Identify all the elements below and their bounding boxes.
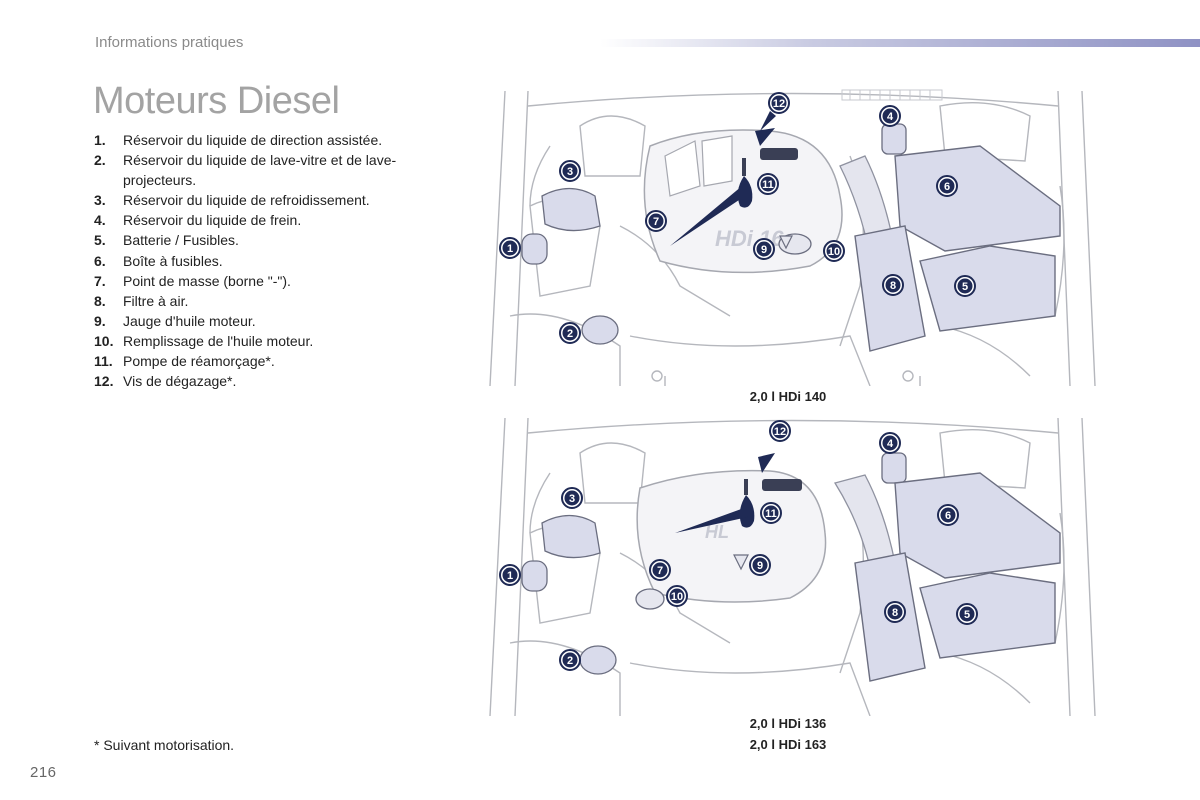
svg-text:8: 8 — [892, 607, 898, 619]
legend-item: 2.Réservoir du liquide de lave-vitre et … — [94, 152, 397, 189]
callout-1: 1 — [499, 237, 521, 259]
svg-text:7: 7 — [653, 216, 659, 228]
legend-item: 1.Réservoir du liquide de direction assi… — [94, 132, 383, 148]
svg-text:2: 2 — [567, 655, 573, 667]
legend-item: 10.Remplissage de l'huile moteur. — [94, 332, 314, 349]
legend-item: 12.Vis de dégazage*. — [94, 373, 237, 390]
diagram-caption-hdi-163: 2,0 l HDi 163 — [749, 737, 827, 752]
callout-9: 9 — [749, 554, 771, 576]
engine-illustration: HDi 16 1 2 3 4 5 6 7 — [489, 89, 1096, 386]
svg-text:7: 7 — [657, 565, 663, 577]
footnote: * Suivant motorisation. — [94, 737, 235, 753]
legend-item: 4.Réservoir du liquide de frein. — [94, 212, 302, 229]
callout-4: 4 — [879, 432, 901, 454]
header-gradient-bar — [600, 39, 1200, 47]
callout-6: 6 — [937, 504, 959, 526]
svg-text:9: 9 — [761, 244, 767, 256]
section-header: Informations pratiques — [95, 34, 244, 51]
page-number: 216 — [30, 764, 57, 781]
svg-text:5: 5 — [964, 609, 970, 621]
svg-text:4: 4 — [887, 111, 894, 123]
svg-text:11: 11 — [762, 179, 774, 191]
callout-2: 2 — [559, 649, 581, 671]
svg-text:4: 4 — [887, 438, 894, 450]
svg-text:11: 11 — [765, 508, 777, 520]
callout-5: 5 — [956, 603, 978, 625]
page-title: Moteurs Diesel — [93, 80, 340, 122]
svg-text:1: 1 — [507, 243, 513, 255]
parts-legend: 1.Réservoir du liquide de direction assi… — [94, 130, 434, 391]
svg-text:12: 12 — [773, 98, 785, 110]
svg-text:6: 6 — [945, 510, 951, 522]
svg-text:10: 10 — [828, 246, 840, 258]
callout-11: 11 — [757, 173, 779, 195]
callout-8: 8 — [882, 274, 904, 296]
legend-item: 5.Batterie / Fusibles. — [94, 232, 239, 249]
callout-4: 4 — [879, 105, 901, 127]
callout-3: 3 — [559, 160, 581, 182]
callout-7: 7 — [645, 210, 667, 232]
engine-badge: HL — [705, 522, 729, 542]
svg-text:10: 10 — [671, 591, 683, 603]
callout-3: 3 — [561, 487, 583, 509]
svg-text:3: 3 — [569, 493, 575, 505]
legend-item: 9.Jauge d'huile moteur. — [94, 312, 256, 329]
svg-text:2: 2 — [567, 328, 573, 340]
callout-9: 9 — [753, 238, 775, 260]
callout-7: 7 — [649, 559, 671, 581]
legend-item: 7.Point de masse (borne "-"). — [94, 272, 291, 289]
callout-1: 1 — [499, 564, 521, 586]
diagram-caption-hdi-136: 2,0 l HDi 136 — [749, 716, 827, 731]
callout-5: 5 — [954, 275, 976, 297]
legend-item: 6.Boîte à fusibles. — [94, 252, 223, 269]
diagram-caption-hdi-140: 2,0 l HDi 140 — [749, 389, 827, 404]
svg-text:9: 9 — [757, 560, 763, 572]
engine-diagram-hdi-136-163: HL 1 2 3 4 5 6 7 8 — [470, 413, 1112, 716]
legend-item: 8.Filtre à air. — [94, 292, 189, 309]
callout-12: 12 — [768, 92, 790, 114]
callout-12: 12 — [769, 420, 791, 442]
svg-text:3: 3 — [567, 166, 573, 178]
engine-illustration: HL 1 2 3 4 5 6 7 8 — [489, 417, 1096, 716]
legend-item: 3.Réservoir du liquide de refroidissemen… — [94, 192, 370, 209]
callout-2: 2 — [559, 322, 581, 344]
callout-8: 8 — [884, 601, 906, 623]
callout-11: 11 — [760, 502, 782, 524]
svg-text:5: 5 — [962, 281, 968, 293]
svg-text:6: 6 — [944, 181, 950, 193]
svg-text:8: 8 — [890, 280, 896, 292]
svg-text:12: 12 — [774, 426, 786, 438]
callout-6: 6 — [936, 175, 958, 197]
legend-item: 11.Pompe de réamorçage*. — [94, 353, 275, 370]
callout-10: 10 — [823, 240, 845, 262]
engine-diagram-hdi-140: HDi 16 1 2 3 4 5 6 7 — [470, 86, 1112, 386]
svg-text:1: 1 — [507, 570, 513, 582]
callout-10: 10 — [666, 585, 688, 607]
